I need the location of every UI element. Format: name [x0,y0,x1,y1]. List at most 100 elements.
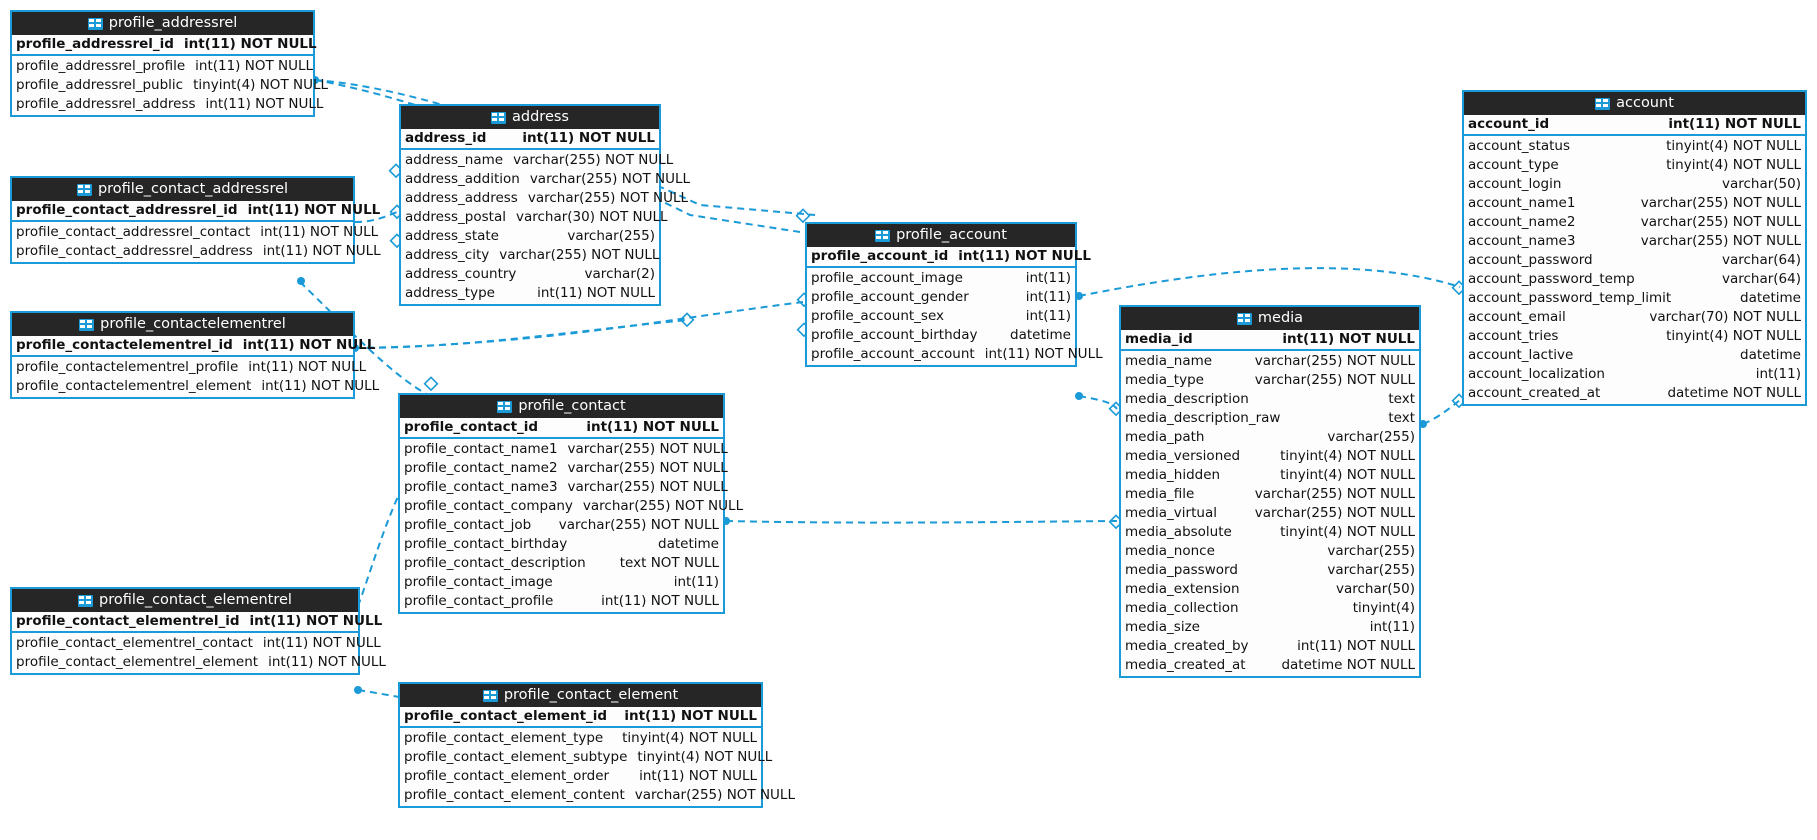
column-name: media_virtual [1125,505,1217,521]
column-name: media_size [1125,619,1200,635]
er-table-primary-key: profile_account_id int(11) NOT NULL [807,247,1091,268]
er-table-header[interactable]: account [1464,92,1805,115]
table-icon [482,689,498,702]
relation-line [1078,267,1461,297]
column-type: varchar(255) NOT NULL [634,787,795,803]
column-type: varchar(255) NOT NULL [1640,195,1801,211]
table-icon [79,318,95,331]
er-table-header[interactable]: profile_addressrel [12,12,313,35]
column-type: datetime NOT NULL [1281,657,1415,673]
column-type: varchar(255) [1327,562,1415,578]
er-table-header[interactable]: media [1121,307,1419,330]
column-name: address_state [405,228,499,244]
column-name: address_address [405,190,518,206]
column-type: datetime [1740,290,1801,306]
column-type: varchar(255) NOT NULL [1254,486,1415,502]
er-table-profile_addressrel[interactable]: profile_addressrel profile_addressrel_id… [10,10,328,117]
column-type: int(11) NOT NULL [958,248,1091,264]
table-icon [87,17,103,30]
er-table-header[interactable]: address [401,106,659,129]
column-name: address_name [405,152,504,168]
table-row: account_id int(11) NOT NULL [1464,115,1805,134]
er-table-header[interactable]: profile_contact [400,395,723,418]
er-table-profile_contactelementrel[interactable]: profile_contactelementrel profile_contac… [10,311,379,399]
table-row: profile_account_id int(11) NOT NULL [807,247,1091,266]
er-table-title: profile_contact_element [503,687,679,703]
column-name: account_login [1468,176,1562,192]
relation-crowfoot [795,208,811,224]
column-name: profile_addressrel_public [16,77,184,93]
er-table-title: profile_contact [518,398,626,414]
er-table-profile_account[interactable]: profile_account profile_account_id int(1… [805,222,1103,367]
er-table-header[interactable]: profile_contact_elementrel [12,589,358,612]
column-name: account_password_temp_limit [1468,290,1672,306]
column-name: account_name3 [1468,233,1576,249]
column-type: varchar(255) NOT NULL [499,247,660,263]
column-name: account_localization [1468,366,1605,382]
er-table-title: profile_account [896,227,1007,243]
column-name: profile_contact_profile [404,593,554,609]
column-type: varchar(64) [1721,252,1801,268]
column-name: profile_contact_elementrel_element [16,654,259,670]
relation-line [354,319,689,349]
column-name: media_path [1125,429,1205,445]
er-table-title: account [1616,95,1674,111]
column-type: varchar(64) [1721,271,1801,287]
column-name: profile_contact_element_id [404,708,608,724]
column-type: int(11) NOT NULL [268,654,386,670]
relation-crowfoot [679,312,695,328]
column-type: int(11) NOT NULL [183,36,317,52]
column-name: account_lactive [1468,347,1574,363]
er-table-header[interactable]: profile_contact_element [400,684,761,707]
column-name: account_type [1468,157,1559,173]
er-table-profile_contact_element[interactable]: profile_contact_element profile_contact_… [398,682,795,808]
er-table-media[interactable]: media media_id int(11) NOT NULL media_na… [1119,305,1421,678]
er-table-profile_contact_elementrel[interactable]: profile_contact_elementrel profile_conta… [10,587,386,675]
column-type: int(11) NOT NULL [537,285,655,301]
er-table-header[interactable]: profile_account [807,224,1075,247]
column-type: text [1388,391,1415,407]
column-name: profile_contact_id [404,419,539,435]
column-type: int(11) NOT NULL [261,378,380,394]
column-name: account_password_temp [1468,271,1635,287]
relation-line [354,301,804,349]
column-type: varchar(255) NOT NULL [1254,372,1415,388]
column-name: account_tries [1468,328,1559,344]
column-type: datetime [658,536,719,552]
er-table-header[interactable]: profile_contactelementrel [12,313,353,336]
column-name: profile_contact_element_order [404,768,610,784]
er-table-profile_contact_addressrel[interactable]: profile_contact_addressrel profile_conta… [10,176,381,264]
column-type: varchar(255) NOT NULL [527,190,689,206]
er-table-account[interactable]: account account_id int(11) NOT NULL acco… [1462,90,1807,406]
column-type: tinyint(4) NOT NULL [1666,328,1801,344]
table-icon [76,183,92,196]
column-name: profile_contact_birthday [404,536,568,552]
er-table-header[interactable]: profile_contact_addressrel [12,178,353,201]
relation-crowfoot [423,376,439,392]
column-name: media_id [1125,331,1193,347]
column-name: profile_contact_element_content [404,787,625,803]
er-table-title: profile_contact_elementrel [99,592,292,608]
er-table-profile_contact[interactable]: profile_contact profile_contact_id int(1… [398,393,743,614]
er-table-address[interactable]: address address_id int(11) NOT NULL addr… [399,104,690,306]
